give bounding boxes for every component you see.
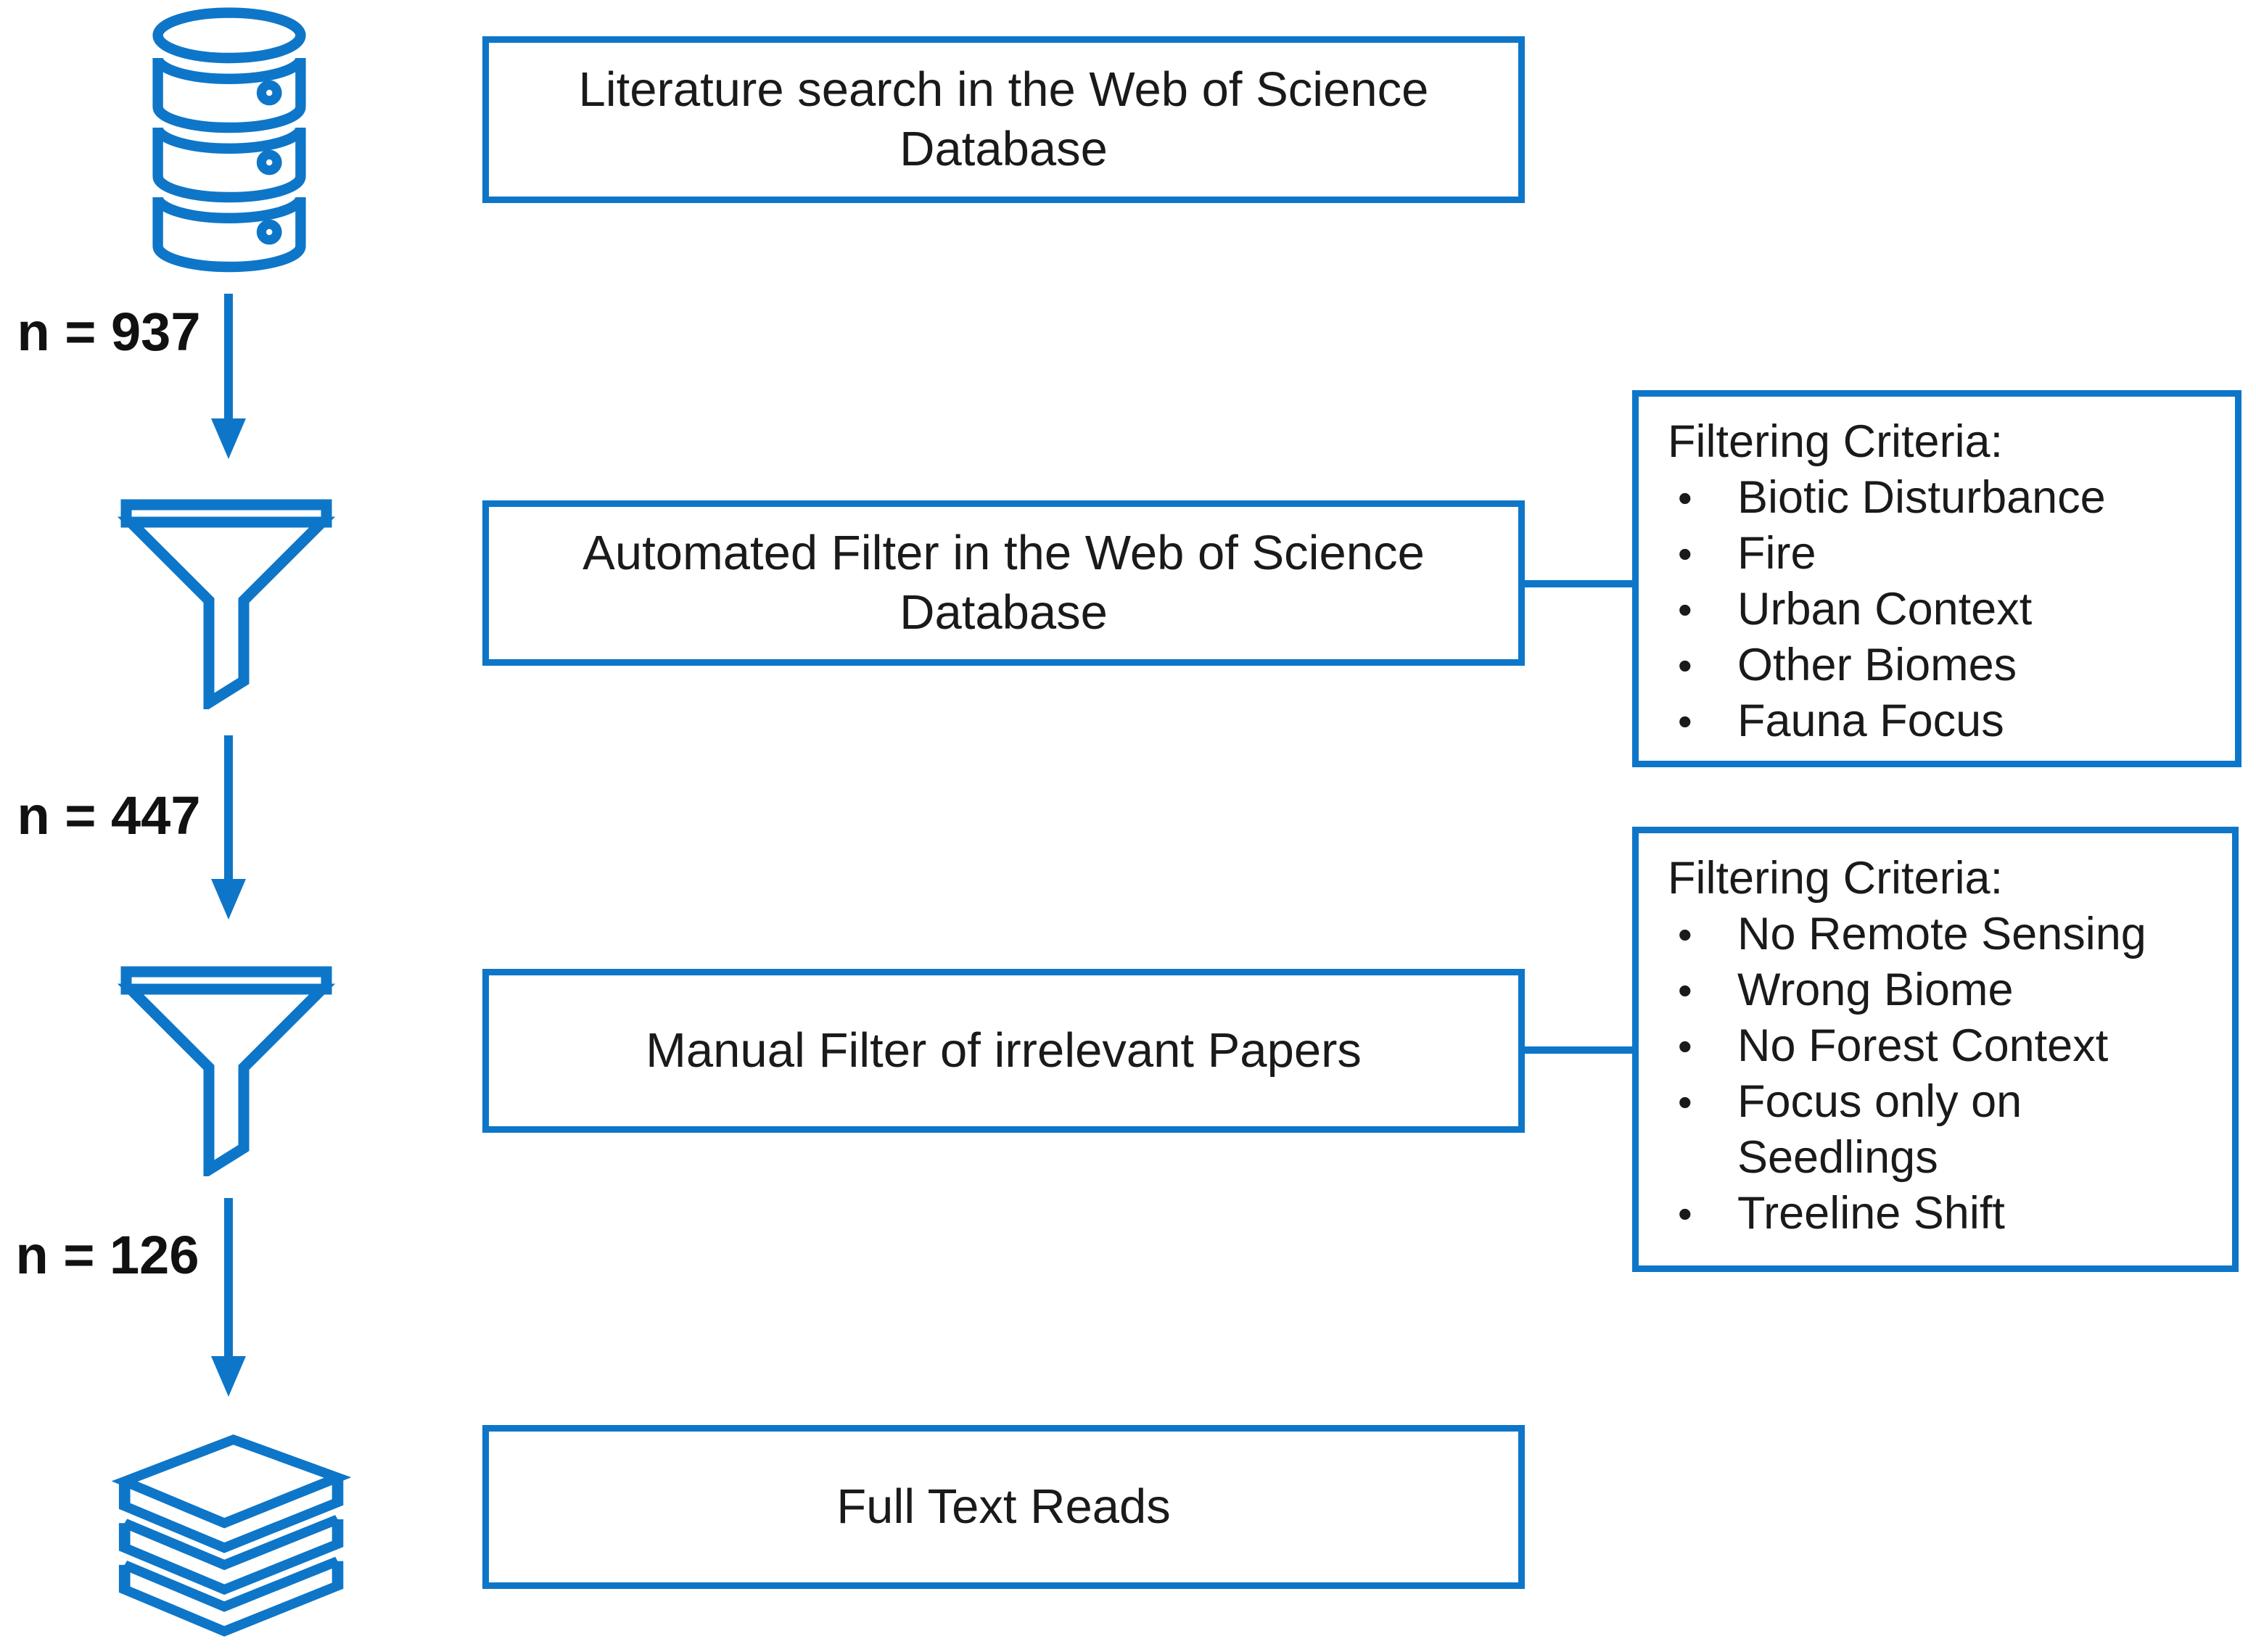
criteria-box-2: Filtering Criteria: • No Remote Sensing …	[1632, 827, 2239, 1272]
funnel-icon	[118, 959, 335, 1176]
criteria-item-label: Focus only on Seedlings	[1737, 1076, 2022, 1183]
criteria-item: • Wrong Biome	[1668, 962, 2213, 1018]
database-icon	[142, 6, 316, 276]
criteria-item-label: Fauna Focus	[1737, 695, 2004, 746]
funnel-icon	[118, 492, 335, 709]
count-label-447: n = 447	[17, 785, 201, 846]
criteria-item-label: No Forest Context	[1737, 1020, 2109, 1071]
criteria-item: • Other Biomes	[1668, 637, 2216, 693]
step-box-manual-filter: Manual Filter of irrelevant Papers	[482, 969, 1525, 1133]
bullet-icon: •	[1678, 912, 1692, 957]
criteria-item: • No Forest Context	[1668, 1018, 2213, 1074]
criteria-box-1: Filtering Criteria: • Biotic Disturbance…	[1632, 390, 2241, 767]
flow-arrow-1-head	[211, 418, 246, 459]
criteria-item-label: Urban Context	[1737, 584, 2033, 635]
step-box-automated-filter: Automated Filter in the Web of Science D…	[482, 500, 1525, 666]
step-label: Full Text Reads	[836, 1479, 1171, 1535]
bullet-icon: •	[1678, 698, 1692, 744]
flow-arrow-3-line	[224, 1198, 233, 1358]
flow-arrow-2-line	[224, 735, 233, 880]
criteria-item: • Urban Context	[1668, 582, 2216, 637]
criteria-item: • Biotic Disturbance	[1668, 470, 2216, 526]
count-label-126: n = 126	[15, 1225, 199, 1285]
criteria-item-label: Wrong Biome	[1737, 965, 2014, 1015]
count-label-937: n = 937	[17, 302, 201, 362]
bullet-icon: •	[1678, 643, 1692, 688]
criteria-title: Filtering Criteria:	[1668, 853, 2004, 904]
criteria-item-label: Fire	[1737, 528, 1816, 579]
bullet-icon: •	[1678, 1023, 1692, 1069]
bullet-icon: •	[1678, 587, 1692, 632]
bullet-icon: •	[1678, 475, 1692, 521]
criteria-item-label: No Remote Sensing	[1737, 909, 2146, 959]
step-label: Literature search in the Web of Science …	[578, 62, 1429, 176]
criteria-item: • Treeline Shift	[1668, 1186, 2213, 1242]
criteria-item-label: Other Biomes	[1737, 640, 2017, 690]
bullet-icon: •	[1678, 1191, 1692, 1236]
criteria-item: • Focus only on Seedlings	[1668, 1074, 2213, 1186]
bullet-icon: •	[1678, 531, 1692, 577]
bullet-icon: •	[1678, 1079, 1692, 1125]
step-label: Automated Filter in the Web of Science D…	[582, 526, 1425, 640]
criteria-item: • Fauna Focus	[1668, 693, 2216, 749]
step-label: Manual Filter of irrelevant Papers	[646, 1023, 1362, 1078]
criteria-title: Filtering Criteria:	[1668, 416, 2004, 467]
criteria-item-label: Treeline Shift	[1737, 1188, 2005, 1239]
criteria-item: • Fire	[1668, 526, 2216, 582]
connector-line-2	[1525, 1046, 1634, 1054]
bullet-icon: •	[1678, 967, 1692, 1013]
flow-arrow-2-head	[211, 879, 246, 920]
flow-arrow-1-line	[224, 294, 233, 420]
books-icon	[93, 1405, 365, 1648]
criteria-item: • No Remote Sensing	[1668, 906, 2213, 962]
connector-line-1	[1525, 580, 1634, 587]
step-box-literature-search: Literature search in the Web of Science …	[482, 36, 1525, 203]
step-box-full-text-reads: Full Text Reads	[482, 1425, 1525, 1589]
flow-arrow-3-head	[211, 1356, 246, 1397]
criteria-item-label: Biotic Disturbance	[1737, 472, 2106, 523]
